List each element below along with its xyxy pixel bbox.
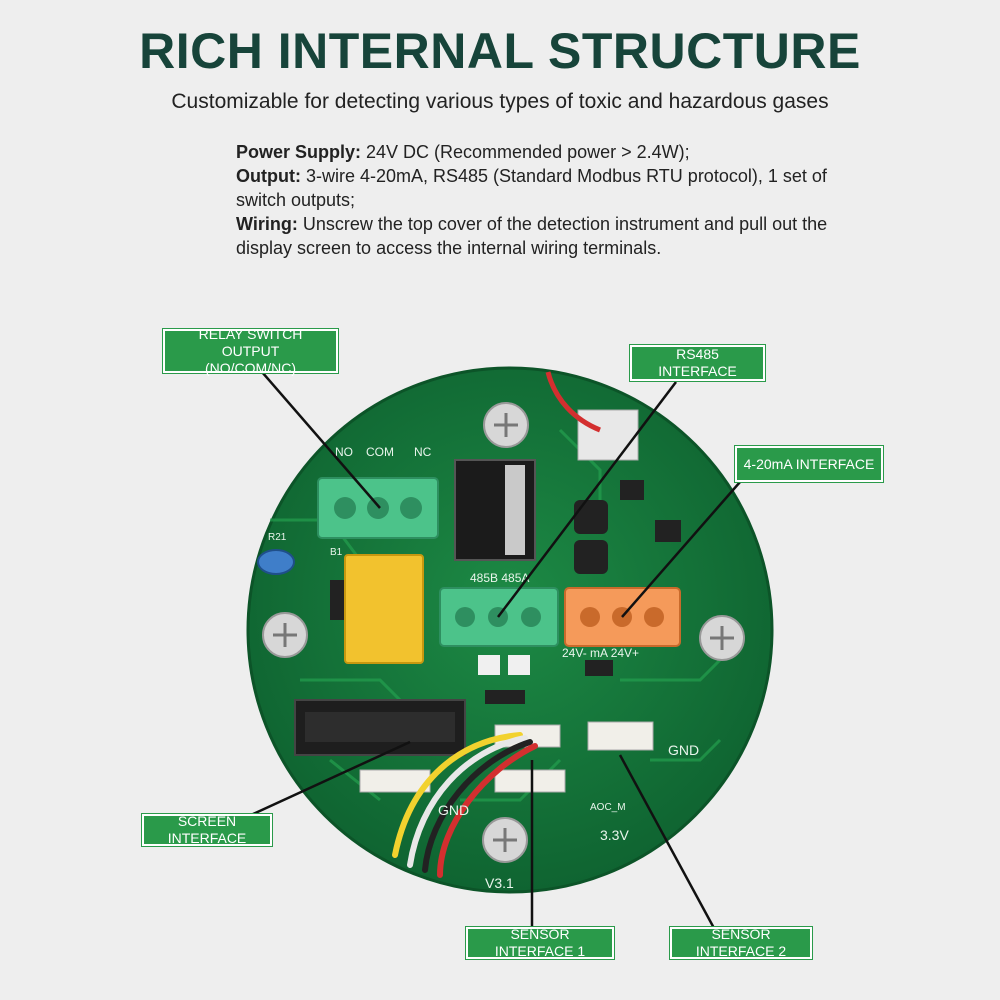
screw-icon	[262, 612, 308, 658]
page-subtitle: Customizable for detecting various types…	[171, 90, 829, 113]
silk-gnd-right: GND	[668, 742, 699, 758]
silk-com: COM	[366, 445, 394, 459]
screen-header-connector	[294, 699, 466, 756]
silk-rs485-markings: 485B 485A	[470, 571, 529, 585]
spec-wiring: Wiring: Unscrew the top cover of the det…	[236, 212, 856, 260]
callout-relay-output: RELAY SWITCH OUTPUT (NO/COM/NC)	[163, 325, 338, 376]
page-title: RICH INTERNAL STRUCTURE	[139, 23, 861, 79]
spec-list: Power Supply: 24V DC (Recommended power …	[236, 140, 856, 260]
spec-power: Power Supply: 24V DC (Recommended power …	[236, 140, 856, 164]
sensor-wires	[392, 732, 538, 878]
silk-b1: B1	[330, 547, 343, 558]
silk-gnd-bottom: GND	[438, 802, 469, 818]
relay-terminal-block	[317, 477, 439, 539]
callout-sensor2-text: SENSOR INTERFACE 2	[695, 926, 787, 959]
white-connector	[587, 721, 654, 751]
inductor-component	[454, 459, 536, 561]
capacitor-component	[257, 549, 295, 575]
silk-version: V3.1	[485, 875, 514, 891]
callout-relay-line2: (NO/COM/NC)	[205, 359, 296, 376]
relay-component	[344, 554, 424, 664]
callout-screen-text: SCREEN INTERFACE	[167, 813, 247, 846]
silk-no: NO	[335, 445, 353, 459]
callout-ma-text: 4-20mA INTERFACE	[743, 455, 875, 472]
silk-r21: R21	[268, 532, 287, 543]
callout-sensor1-text: SENSOR INTERFACE 1	[494, 926, 586, 959]
white-connector	[494, 769, 566, 793]
spec-wiring-value: Unscrew the top cover of the detection i…	[236, 214, 828, 258]
spec-output-value: 3-wire 4-20mA, RS485 (Standard Modbus RT…	[236, 166, 827, 210]
spec-power-value: 24V DC (Recommended power > 2.4W);	[361, 142, 690, 162]
spec-output-label: Output:	[236, 166, 301, 186]
callout-sensor-2: SENSOR INTERFACE 2	[670, 926, 812, 959]
callout-relay-line1: RELAY SWITCH OUTPUT	[198, 325, 303, 359]
callout-leader-lines	[239, 371, 741, 932]
spec-wiring-label: Wiring:	[236, 214, 298, 234]
callout-rs485-text: RS485 INTERFACE	[658, 346, 737, 379]
screw-icon	[483, 402, 529, 448]
callout-sensor-1: SENSOR INTERFACE 1	[466, 926, 614, 959]
rs485-header	[577, 409, 639, 461]
screw-icon	[699, 615, 745, 661]
callout-rs485: RS485 INTERFACE	[630, 345, 765, 381]
screw-icon	[482, 817, 528, 863]
callout-4-20ma: 4-20mA INTERFACE	[735, 446, 883, 482]
spec-power-label: Power Supply:	[236, 142, 362, 162]
callout-screen: SCREEN INTERFACE	[142, 813, 272, 846]
smd-components	[478, 655, 530, 675]
silk-3v3: 3.3V	[600, 827, 629, 843]
silk-terminal-markings: 24V- mA 24V+	[562, 646, 639, 660]
spec-output: Output: 3-wire 4-20mA, RS485 (Standard M…	[236, 164, 856, 212]
silk-nc: NC	[414, 445, 432, 459]
silkscreen-text: NO COM NC GND GND 3.3V V3.1 24V- mA 24V+…	[268, 445, 699, 891]
rs485-wire	[545, 371, 601, 433]
silk-aoc: AOC_M	[590, 802, 626, 813]
smd-components	[330, 480, 681, 704]
